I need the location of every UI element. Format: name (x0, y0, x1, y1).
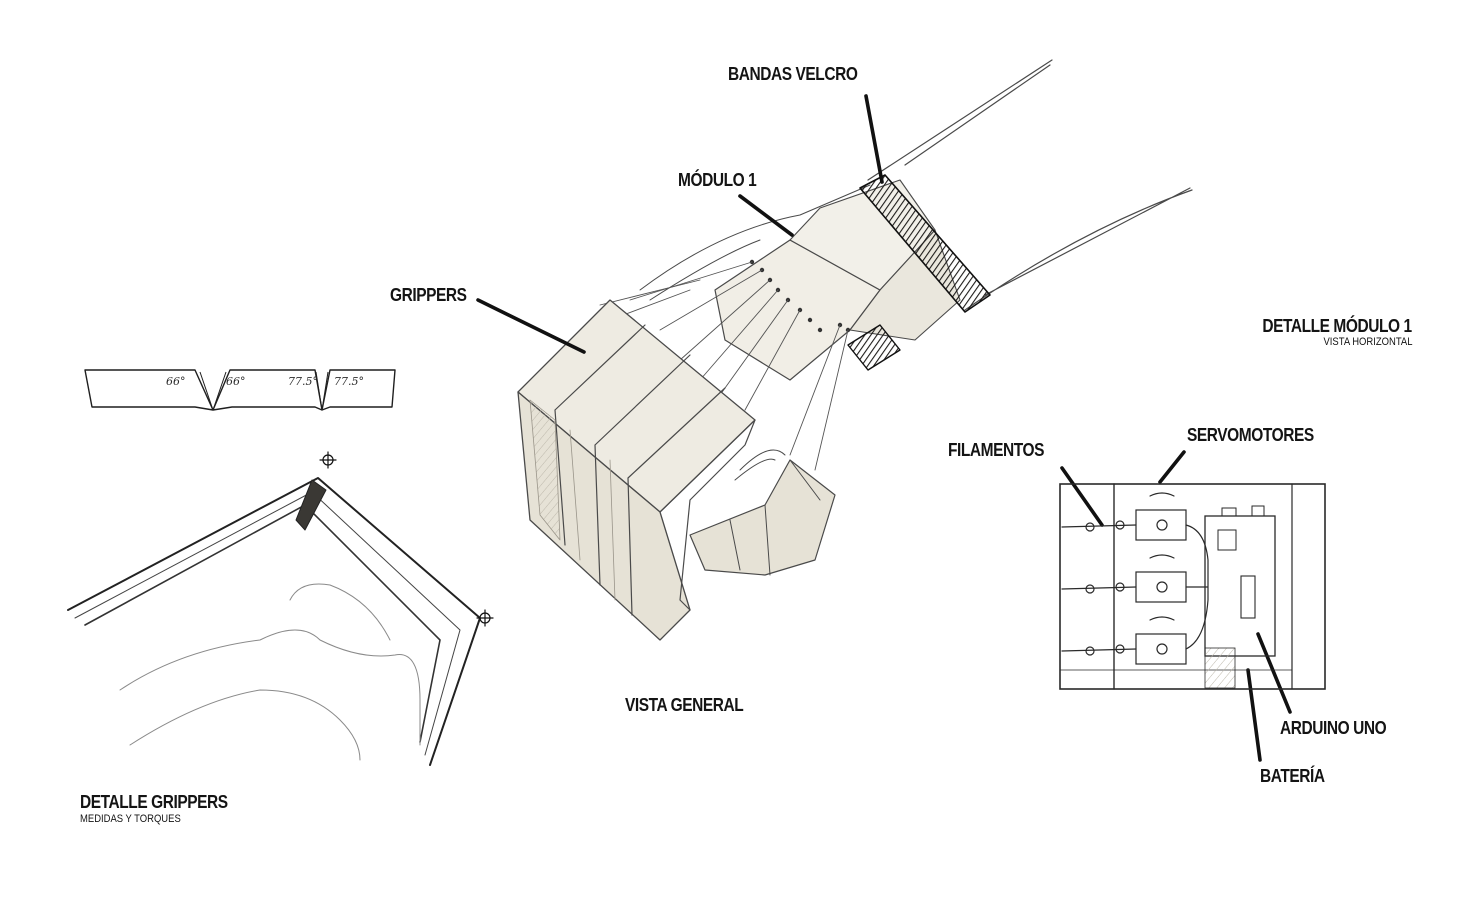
leader-arduino (1256, 632, 1292, 714)
gripper-corner-shade (295, 479, 327, 531)
torque-marker-2 (476, 609, 494, 627)
main-arm-sketch (517, 59, 1193, 641)
finger-outline (119, 629, 421, 761)
leader-lines (476, 94, 1292, 762)
wrist-outline (639, 184, 871, 301)
forearm-lower-outline (964, 187, 1193, 311)
thumb-gripper-lines (729, 459, 821, 576)
leader-modulo-1 (738, 194, 794, 237)
leader-servomotores (1158, 450, 1186, 484)
arduino-usb (1221, 507, 1237, 517)
thumb-gripper (689, 459, 836, 576)
arduino-component (1217, 529, 1237, 551)
label-servomotores: SERVOMOTORES (1187, 425, 1314, 445)
gripper-outer-edge (67, 477, 481, 766)
arduino-board (1204, 515, 1276, 657)
label-vista-general: VISTA GENERAL (625, 695, 744, 715)
finger-outline-2 (289, 583, 391, 641)
leader-grippers (476, 298, 586, 354)
label-filamentos: FILAMENTOS (948, 440, 1045, 460)
gripper-segment-lines (554, 324, 726, 616)
detalle-modulo-title: DETALLE MÓDULO 1 (1262, 316, 1413, 336)
velcro-band (859, 174, 991, 313)
servo-2 (1135, 554, 1187, 603)
servo-3 (1135, 616, 1187, 665)
label-grippers: GRIPPERS (390, 285, 467, 305)
angle-label-2: 66° (226, 375, 246, 388)
torque-marker-1 (319, 451, 337, 469)
detalle-grippers-title: DETALLE GRIPPERS (80, 792, 228, 812)
velcro-band-small (847, 324, 901, 371)
module-detail-drawing (1059, 483, 1326, 690)
gripper-shading (529, 399, 616, 601)
angle-label-4: 77.5° (334, 375, 364, 388)
forearm-outline (867, 59, 1053, 181)
angle-label-1: 66° (166, 375, 186, 388)
module-detail-frame (1059, 483, 1326, 690)
label-arduino-uno: ARDUINO UNO (1280, 718, 1387, 738)
arduino-jack (1251, 505, 1265, 517)
leader-bandas-velcro (864, 94, 884, 184)
gripper-side (517, 391, 691, 641)
battery (1204, 647, 1236, 689)
leader-filamentos (1060, 466, 1104, 527)
gripper-profile-strip (84, 369, 396, 411)
thumb-outline (734, 449, 786, 481)
gripper-inner-edge (84, 504, 441, 743)
filament-lines (599, 261, 849, 471)
angle-label-3: 77.5° (288, 375, 318, 388)
detalle-grippers-subtitle: MEDIDAS Y TORQUES (80, 813, 181, 825)
servo-1 (1135, 492, 1187, 541)
label-bandas-velcro: BANDAS VELCRO (728, 64, 858, 84)
label-modulo-1: MÓDULO 1 (678, 170, 757, 190)
arduino-chip (1240, 575, 1256, 619)
label-bateria: BATERÍA (1260, 766, 1325, 786)
servo-wiring (1185, 524, 1209, 650)
detalle-modulo-subtitle: VISTA HORIZONTAL (1322, 336, 1412, 348)
detail-filaments (1061, 520, 1137, 656)
leader-bateria (1246, 668, 1262, 762)
gripper-strip-notch-1 (199, 371, 227, 411)
gripper-finger-tip (659, 419, 756, 611)
gripper-strip-outline (84, 369, 396, 411)
gripper-detail-sketch (67, 451, 494, 766)
gripper-strip-notch-2 (315, 371, 329, 411)
gripper-middle-edge (74, 491, 461, 756)
